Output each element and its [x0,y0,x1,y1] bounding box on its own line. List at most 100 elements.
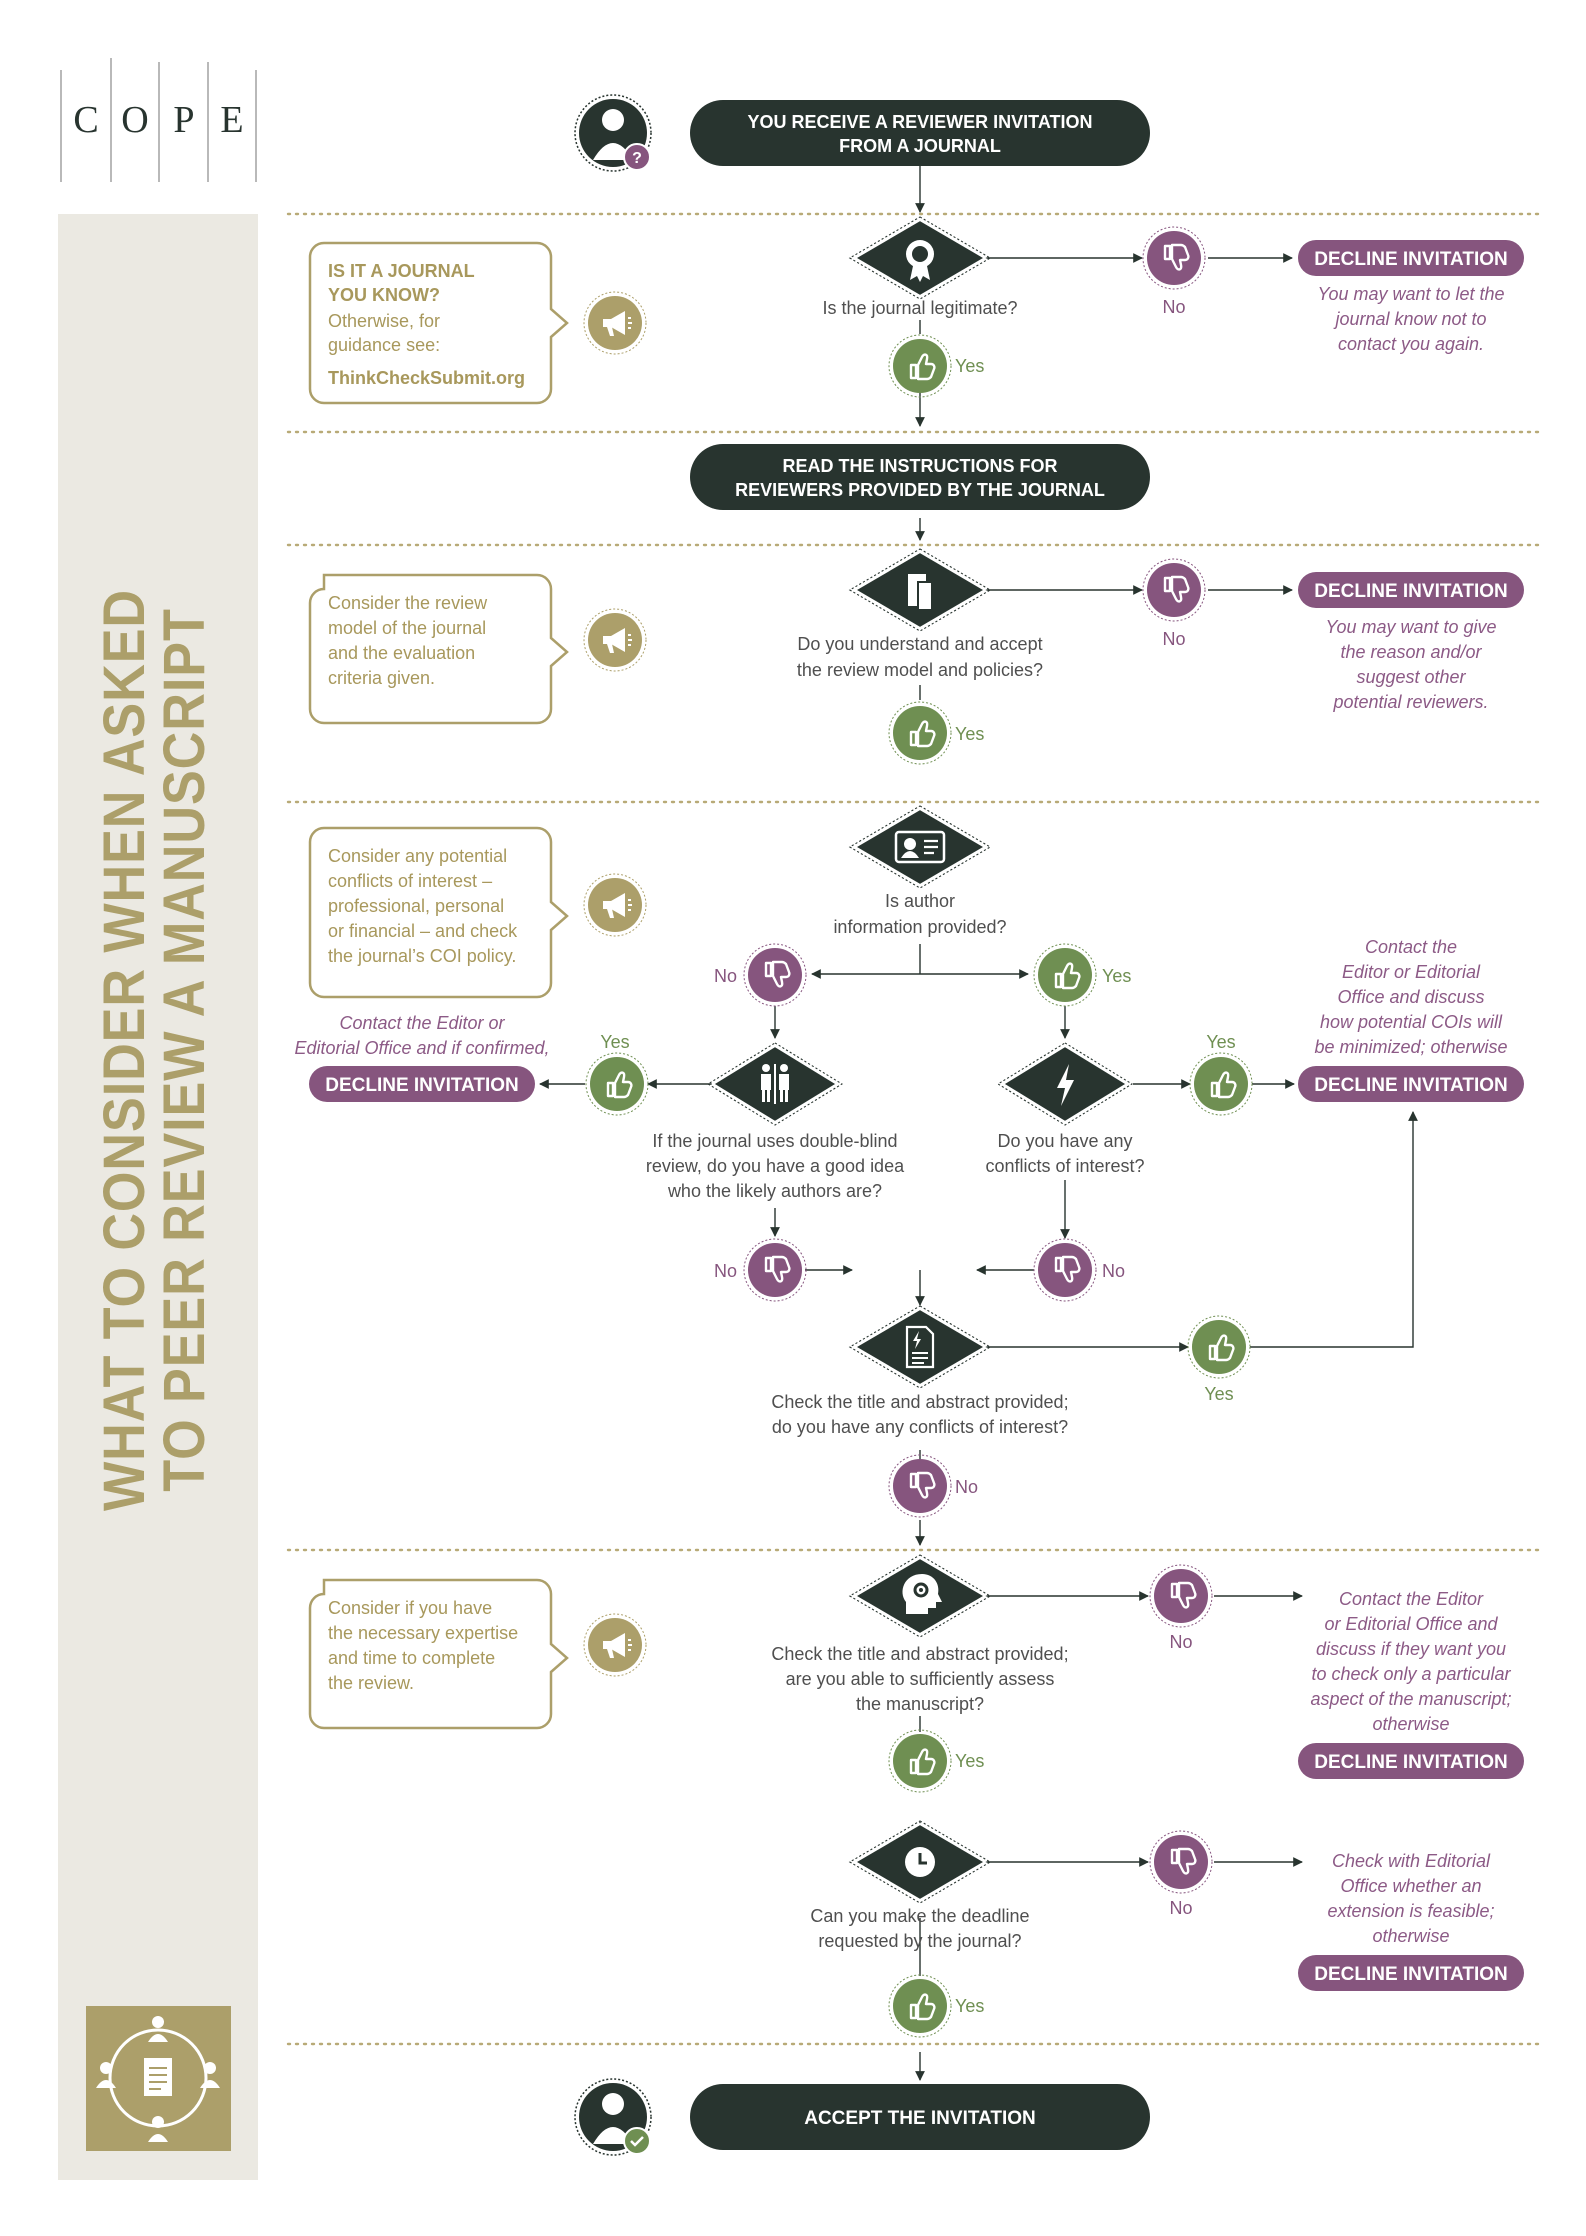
note-blind-1: Contact the Editor or [339,1013,505,1033]
decline-label: DECLINE INVITATION [325,1075,519,1096]
q-author-1: Is author [885,891,955,911]
q-deadline-2: requested by the journal? [818,1931,1021,1951]
thumbs-up-icon [888,701,952,765]
thumbs-up-icon [888,334,952,398]
tip-journal-bold-2: YOU KNOW? [328,285,440,305]
logo-letter-p: P [173,99,194,141]
tip-model-line-4: criteria given. [328,668,435,688]
side-title-line1: WHAT TO CONSIDER WHEN ASKED [91,589,156,1511]
note-model-2: the reason and/or [1340,642,1482,662]
megaphone-icon [583,1613,647,1677]
note-coi-2: Editor or Editorial [1342,962,1481,982]
yes-label-deadline: Yes [955,1996,984,2016]
decline-invitation-assess: DECLINE INVITATION [1298,1743,1524,1779]
tip-coi-line-1: Consider any potential [328,846,507,866]
notes: You may want to let the journal know not… [294,284,1511,1946]
person-question-icon: ? [574,94,652,172]
note-deadline-2: Office whether an [1340,1876,1481,1896]
q-coi-2: conflicts of interest? [985,1156,1144,1176]
decline-label: DECLINE INVITATION [1314,581,1508,602]
note-assess-2: or Editorial Office and [1324,1614,1498,1634]
note-deadline-3: extension is feasible; [1327,1901,1494,1921]
read-text-line1: READ THE INSTRUCTIONS FOR [782,456,1057,476]
note-legit-1: You may want to let the [1317,284,1504,304]
note-coi-5: be minimized; otherwise [1314,1037,1507,1057]
tip-coi: Consider any potential conflicts of inte… [308,826,647,999]
logo-letter-e: E [220,99,243,141]
no-label-legit: No [1162,297,1185,317]
no-label-abstract: No [955,1477,978,1497]
thumbs-up-icon [1187,1315,1251,1379]
side-panel [58,214,258,2180]
q-assess-3: the manuscript? [856,1694,984,1714]
note-coi-3: Office and discuss [1337,987,1484,1007]
tip-journal-line-1: Otherwise, for [328,311,440,331]
decision-abstract-coi [848,1305,992,1389]
q-assess-2: are you able to sufficiently assess [786,1669,1055,1689]
q-blind-2: review, do you have a good idea [646,1156,905,1176]
decline-invitation-legit: DECLINE INVITATION [1298,240,1524,276]
yes-label-coi: Yes [1206,1032,1235,1052]
q-abstract-coi-2: do you have any conflicts of interest? [772,1417,1068,1437]
decision-deadline [848,1820,992,1904]
tip-journal: IS IT A JOURNAL YOU KNOW? Otherwise, for… [308,241,647,405]
yes-label-assess: Yes [955,1751,984,1771]
read-text-line2: REVIEWERS PROVIDED BY THE JOURNAL [735,480,1105,500]
thumbs-up-icon [888,1729,952,1793]
side-title-line2: TO PEER REVIEW A MANUSCRIPT [151,608,216,1491]
note-model-3: suggest other [1356,667,1466,687]
thumbs-down-icon [743,1238,807,1302]
head-gear-icon [902,1574,942,1614]
accept-node: ACCEPT THE INVITATION [690,2084,1150,2150]
note-assess-6: otherwise [1372,1714,1449,1734]
document-icon [908,574,933,611]
decision-assess [848,1554,992,1638]
document-lightning-icon [905,1325,935,1369]
accept-text: ACCEPT THE INVITATION [804,2108,1036,2129]
cope-logo: C O P E [60,58,257,182]
yes-label-abstract: Yes [1204,1384,1233,1404]
q-coi-1: Do you have any [997,1131,1132,1151]
thumbs-down-icon [1142,226,1206,290]
tip-expertise: Consider if you have the necessary exper… [308,1578,647,1730]
decline-label: DECLINE INVITATION [1314,1752,1508,1773]
note-legit-2: journal know not to [1332,309,1486,329]
note-model-4: potential reviewers. [1332,692,1488,712]
thumbs-down-icon [743,943,807,1007]
thumbs-up-icon [585,1052,649,1116]
question-texts: Is the journal legitimate? Do you unders… [646,298,1145,1951]
note-coi-1: Contact the [1365,937,1457,957]
read-instructions-node: READ THE INSTRUCTIONS FOR REVIEWERS PROV… [690,444,1150,510]
q-blind-3: who the likely authors are? [667,1181,882,1201]
tip-model: Consider the review model of the journal… [308,573,647,725]
note-legit-3: contact you again. [1338,334,1484,354]
decline-invitation-coi: DECLINE INVITATION [1298,1066,1524,1102]
note-deadline-4: otherwise [1372,1926,1449,1946]
thumbs-down-icon [1142,558,1206,622]
decision-author [848,805,992,889]
q-deadline-1: Can you make the deadline [810,1906,1029,1926]
svg-text:?: ? [632,150,642,167]
q-model-1: Do you understand and accept [797,634,1042,654]
lightning-icon [1057,1064,1074,1106]
section-dividers [286,212,1544,2046]
thumbs-up-icon [1189,1052,1253,1116]
note-coi-4: how potential COIs will [1320,1012,1503,1032]
decision-blind [707,1042,843,1126]
tip-coi-line-4: or financial – and check [328,921,518,941]
q-model-2: the review model and policies? [797,660,1043,680]
peer-review-emblem [86,2006,231,2151]
note-assess-4: to check only a particular [1311,1664,1511,1684]
decline-invitation-deadline: DECLINE INVITATION [1298,1955,1524,1991]
decline-invitation-blind: DECLINE INVITATION [309,1066,535,1102]
tip-coi-line-5: the journal’s COI policy. [328,946,516,966]
tip-coi-line-2: conflicts of interest – [328,871,492,891]
logo-letter-o: O [121,99,148,141]
yes-badges: Yes Yes Yes Yes Yes Yes Yes Yes [585,334,1253,2038]
start-text-line2: FROM A JOURNAL [839,136,1001,156]
q-legit: Is the journal legitimate? [822,298,1017,318]
thumbs-down-icon [1149,1830,1213,1894]
decision-legit [848,216,992,300]
no-badges: No No No No No No No No [714,226,1213,1918]
